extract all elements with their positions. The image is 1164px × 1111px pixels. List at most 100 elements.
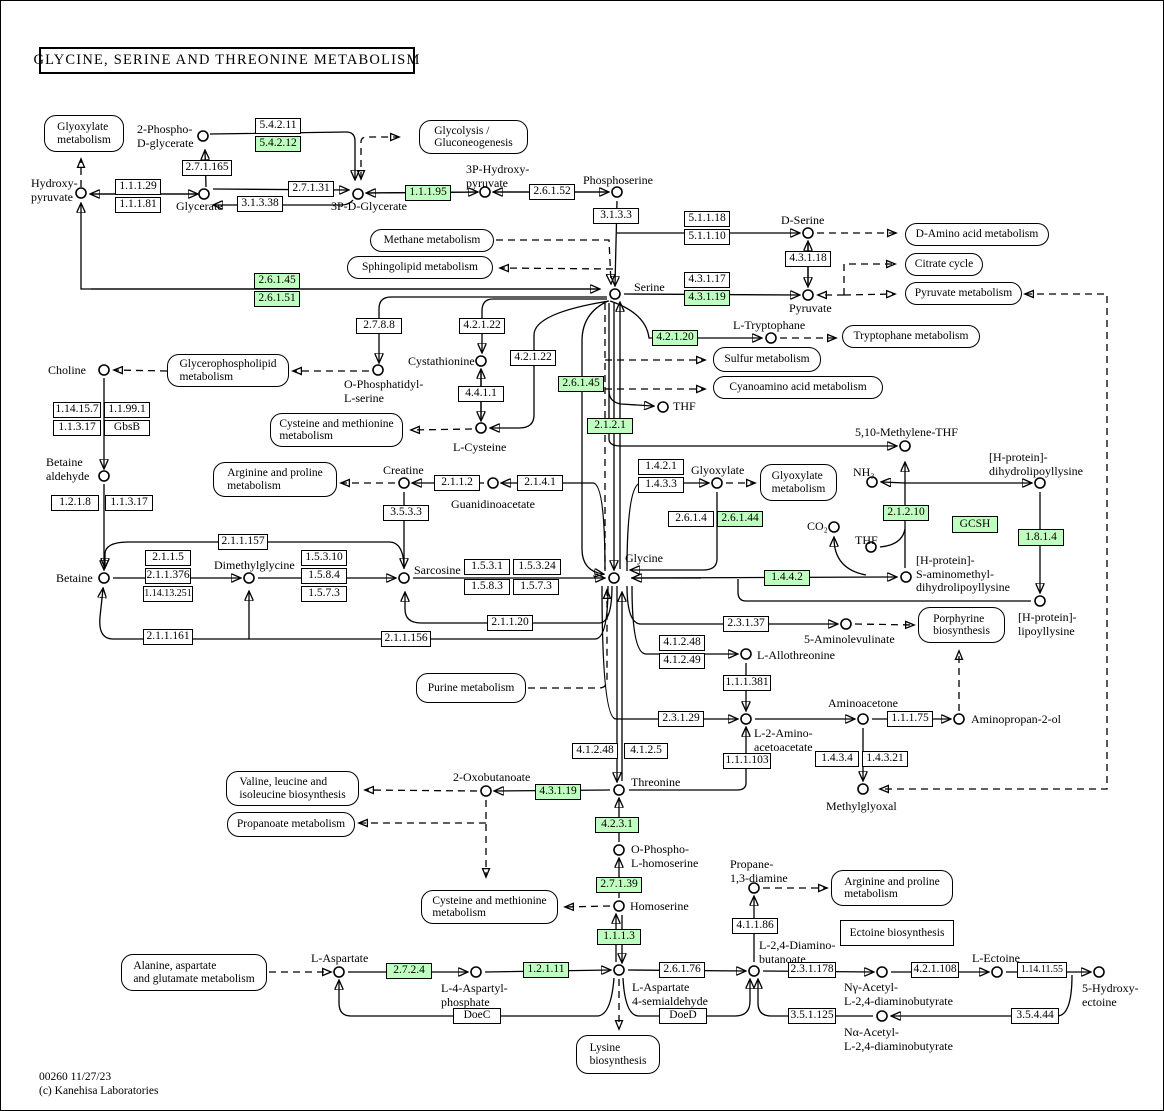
compound-node[interactable] <box>98 364 110 376</box>
ec-box-doed[interactable]: DoeD <box>659 1008 707 1024</box>
compound-node[interactable] <box>828 521 840 533</box>
compound-node[interactable] <box>991 966 1003 978</box>
ec-box-3-1-3-3[interactable]: 3.1.3.3 <box>593 208 639 224</box>
ec-box-4-3-1-18[interactable]: 4.3.1.18 <box>785 251 831 267</box>
pathway-link-arginine-and-proline-metabolism[interactable]: Arginine and proline metabolism <box>831 870 953 906</box>
ec-box-1-5-8-4[interactable]: 1.5.8.4 <box>301 568 347 584</box>
compound-node[interactable] <box>479 186 491 198</box>
compound-node[interactable] <box>876 966 888 978</box>
ec-box-1-5-7-3[interactable]: 1.5.7.3 <box>513 579 559 595</box>
pathway-link-glycolysis-gluconeogenesis[interactable]: Glycolysis / Gluconeogenesis <box>419 120 528 154</box>
pathway-link-ectoine-biosynthesis[interactable]: Ectoine biosynthesis <box>840 920 954 946</box>
compound-node[interactable] <box>748 965 760 977</box>
compound-node[interactable] <box>398 572 410 584</box>
compound-node[interactable] <box>613 900 625 912</box>
compound-node[interactable] <box>1034 477 1046 489</box>
pathway-link-arginine-and-proline-metabolism[interactable]: Arginine and proline metabolism <box>213 462 337 497</box>
ec-box-1-5-7-3[interactable]: 1.5.7.3 <box>301 586 347 602</box>
ec-box-2-3-1-37[interactable]: 2.3.1.37 <box>723 616 769 632</box>
ec-box-doec[interactable]: DoeC <box>453 1008 501 1024</box>
ec-box-2-6-1-51[interactable]: 2.6.1.51 <box>254 291 300 307</box>
ec-box-1-4-4-2[interactable]: 1.4.4.2 <box>764 570 810 586</box>
compound-node[interactable] <box>198 188 210 200</box>
compound-node[interactable] <box>197 130 209 142</box>
ec-box-4-2-1-20[interactable]: 4.2.1.20 <box>652 330 698 346</box>
ec-box-1-1-1-103[interactable]: 1.1.1.103 <box>723 753 771 769</box>
ec-box-4-3-1-19[interactable]: 4.3.1.19 <box>684 290 730 306</box>
compound-node[interactable] <box>865 541 877 553</box>
compound-node[interactable] <box>740 713 752 725</box>
ec-box-1-5-3-24[interactable]: 1.5.3.24 <box>513 559 561 575</box>
ec-box-1-1-1-29[interactable]: 1.1.1.29 <box>115 179 161 195</box>
ec-box-1-8-1-4[interactable]: 1.8.1.4 <box>1018 529 1064 546</box>
compound-node[interactable] <box>1093 966 1105 978</box>
ec-box-2-1-2-10[interactable]: 2.1.2.10 <box>883 505 929 521</box>
ec-box-3-5-3-3[interactable]: 3.5.3.3 <box>383 505 429 521</box>
ec-box-2-1-1-157[interactable]: 2.1.1.157 <box>218 534 268 550</box>
ec-box-1-1-1-75[interactable]: 1.1.1.75 <box>887 711 933 727</box>
compound-node[interactable] <box>98 470 110 482</box>
compound-node[interactable] <box>243 572 255 584</box>
ec-box-2-3-1-178[interactable]: 2.3.1.178 <box>788 962 836 978</box>
ec-box-5-4-2-11[interactable]: 5.4.2.11 <box>255 118 301 134</box>
ec-box-1-14-13-251[interactable]: 1.14.13.251 <box>143 586 193 602</box>
ec-box-2-6-1-52[interactable]: 2.6.1.52 <box>529 184 575 200</box>
compound-node[interactable] <box>609 288 621 300</box>
ec-box-4-2-1-22[interactable]: 4.2.1.22 <box>510 350 556 366</box>
ec-box-1-14-15-7[interactable]: 1.14.15.7 <box>53 402 101 418</box>
compound-node[interactable] <box>333 966 345 978</box>
ec-box-4-3-1-17[interactable]: 4.3.1.17 <box>684 272 730 288</box>
ec-box-3-5-4-44[interactable]: 3.5.4.44 <box>1011 1008 1059 1024</box>
compound-node[interactable] <box>398 477 410 489</box>
compound-node[interactable] <box>98 572 110 584</box>
ec-box-4-1-2-49[interactable]: 4.1.2.49 <box>659 653 705 669</box>
compound-node[interactable] <box>352 188 364 200</box>
compound-node[interactable] <box>711 477 723 489</box>
ec-box-3-1-3-38[interactable]: 3.1.3.38 <box>237 196 283 212</box>
ec-box-5-1-1-10[interactable]: 5.1.1.10 <box>684 229 730 245</box>
ec-box-1-4-3-4[interactable]: 1.4.3.4 <box>815 751 859 767</box>
ec-box-2-7-8-8[interactable]: 2.7.8.8 <box>356 318 402 334</box>
pathway-link-propanoate-metabolism[interactable]: Propanoate metabolism <box>227 812 355 837</box>
compound-node[interactable] <box>475 422 487 434</box>
compound-node[interactable] <box>657 401 669 413</box>
ec-box-1-1-1-381[interactable]: 1.1.1.381 <box>723 675 771 691</box>
ec-box-2-1-1-5[interactable]: 2.1.1.5 <box>145 550 191 566</box>
compound-node[interactable] <box>899 440 911 452</box>
pathway-link-cysteine-and-methionine-metabolism[interactable]: Cysteine and methionine metabolism <box>270 413 403 447</box>
ec-box-2-6-1-44[interactable]: 2.6.1.44 <box>717 511 763 527</box>
compound-node[interactable] <box>765 332 777 344</box>
ec-box-1-4-3-3[interactable]: 1.4.3.3 <box>638 477 684 493</box>
pathway-link-purine-metabolism[interactable]: Purine metabolism <box>416 673 526 703</box>
pathway-link-sphingolipid-metabolism[interactable]: Sphingolipid metabolism <box>347 256 493 279</box>
ec-box-2-7-1-165[interactable]: 2.7.1.165 <box>182 160 232 176</box>
ec-box-2-7-2-4[interactable]: 2.7.2.4 <box>386 963 432 979</box>
compound-node[interactable] <box>475 355 487 367</box>
pathway-link-citrate-cycle[interactable]: Citrate cycle <box>905 253 983 276</box>
ec-box-4-1-2-48[interactable]: 4.1.2.48 <box>572 743 618 759</box>
ec-box-4-1-1-86[interactable]: 4.1.1.86 <box>732 918 778 934</box>
ec-box-5-1-1-18[interactable]: 5.1.1.18 <box>684 211 730 227</box>
pathway-link-alanine-aspartate-and-glutamate-metabolism[interactable]: Alanine, aspartate and glutamate metabol… <box>121 954 267 991</box>
ec-box-3-5-1-125[interactable]: 3.5.1.125 <box>788 1008 836 1024</box>
ec-box-2-1-2-1[interactable]: 2.1.2.1 <box>587 418 633 434</box>
compound-node[interactable] <box>802 289 814 301</box>
ec-box-1-4-3-21[interactable]: 1.4.3.21 <box>862 751 908 767</box>
compound-node[interactable] <box>613 844 625 856</box>
ec-box-2-1-1-156[interactable]: 2.1.1.156 <box>381 631 431 647</box>
ec-box-1-1-3-17[interactable]: 1.1.3.17 <box>53 420 101 436</box>
compound-node[interactable] <box>75 187 87 199</box>
pathway-link-valine-leucine-and-isoleucine-biosynthesis[interactable]: Valine, leucine and isoleucine biosynthe… <box>226 771 359 806</box>
compound-node[interactable] <box>740 648 752 660</box>
ec-box-gbsb[interactable]: GbsB <box>104 420 150 436</box>
ec-box-2-1-1-161[interactable]: 2.1.1.161 <box>143 629 193 645</box>
pathway-link-pyruvate-metabolism[interactable]: Pyruvate metabolism <box>905 282 1022 305</box>
pathway-link-glyoxylate-metabolism[interactable]: Glyoxylate metabolism <box>760 464 837 501</box>
ec-box-2-7-1-31[interactable]: 2.7.1.31 <box>288 181 334 197</box>
ec-box-1-2-1-11[interactable]: 1.2.1.11 <box>523 962 569 978</box>
pathway-link-d-amino-acid-metabolism[interactable]: D-Amino acid metabolism <box>905 223 1049 246</box>
ec-box-2-1-1-20[interactable]: 2.1.1.20 <box>487 615 533 631</box>
compound-node[interactable] <box>480 785 492 797</box>
ec-box-1-2-1-8[interactable]: 1.2.1.8 <box>51 495 99 511</box>
ec-box-4-2-1-22[interactable]: 4.2.1.22 <box>459 318 505 334</box>
